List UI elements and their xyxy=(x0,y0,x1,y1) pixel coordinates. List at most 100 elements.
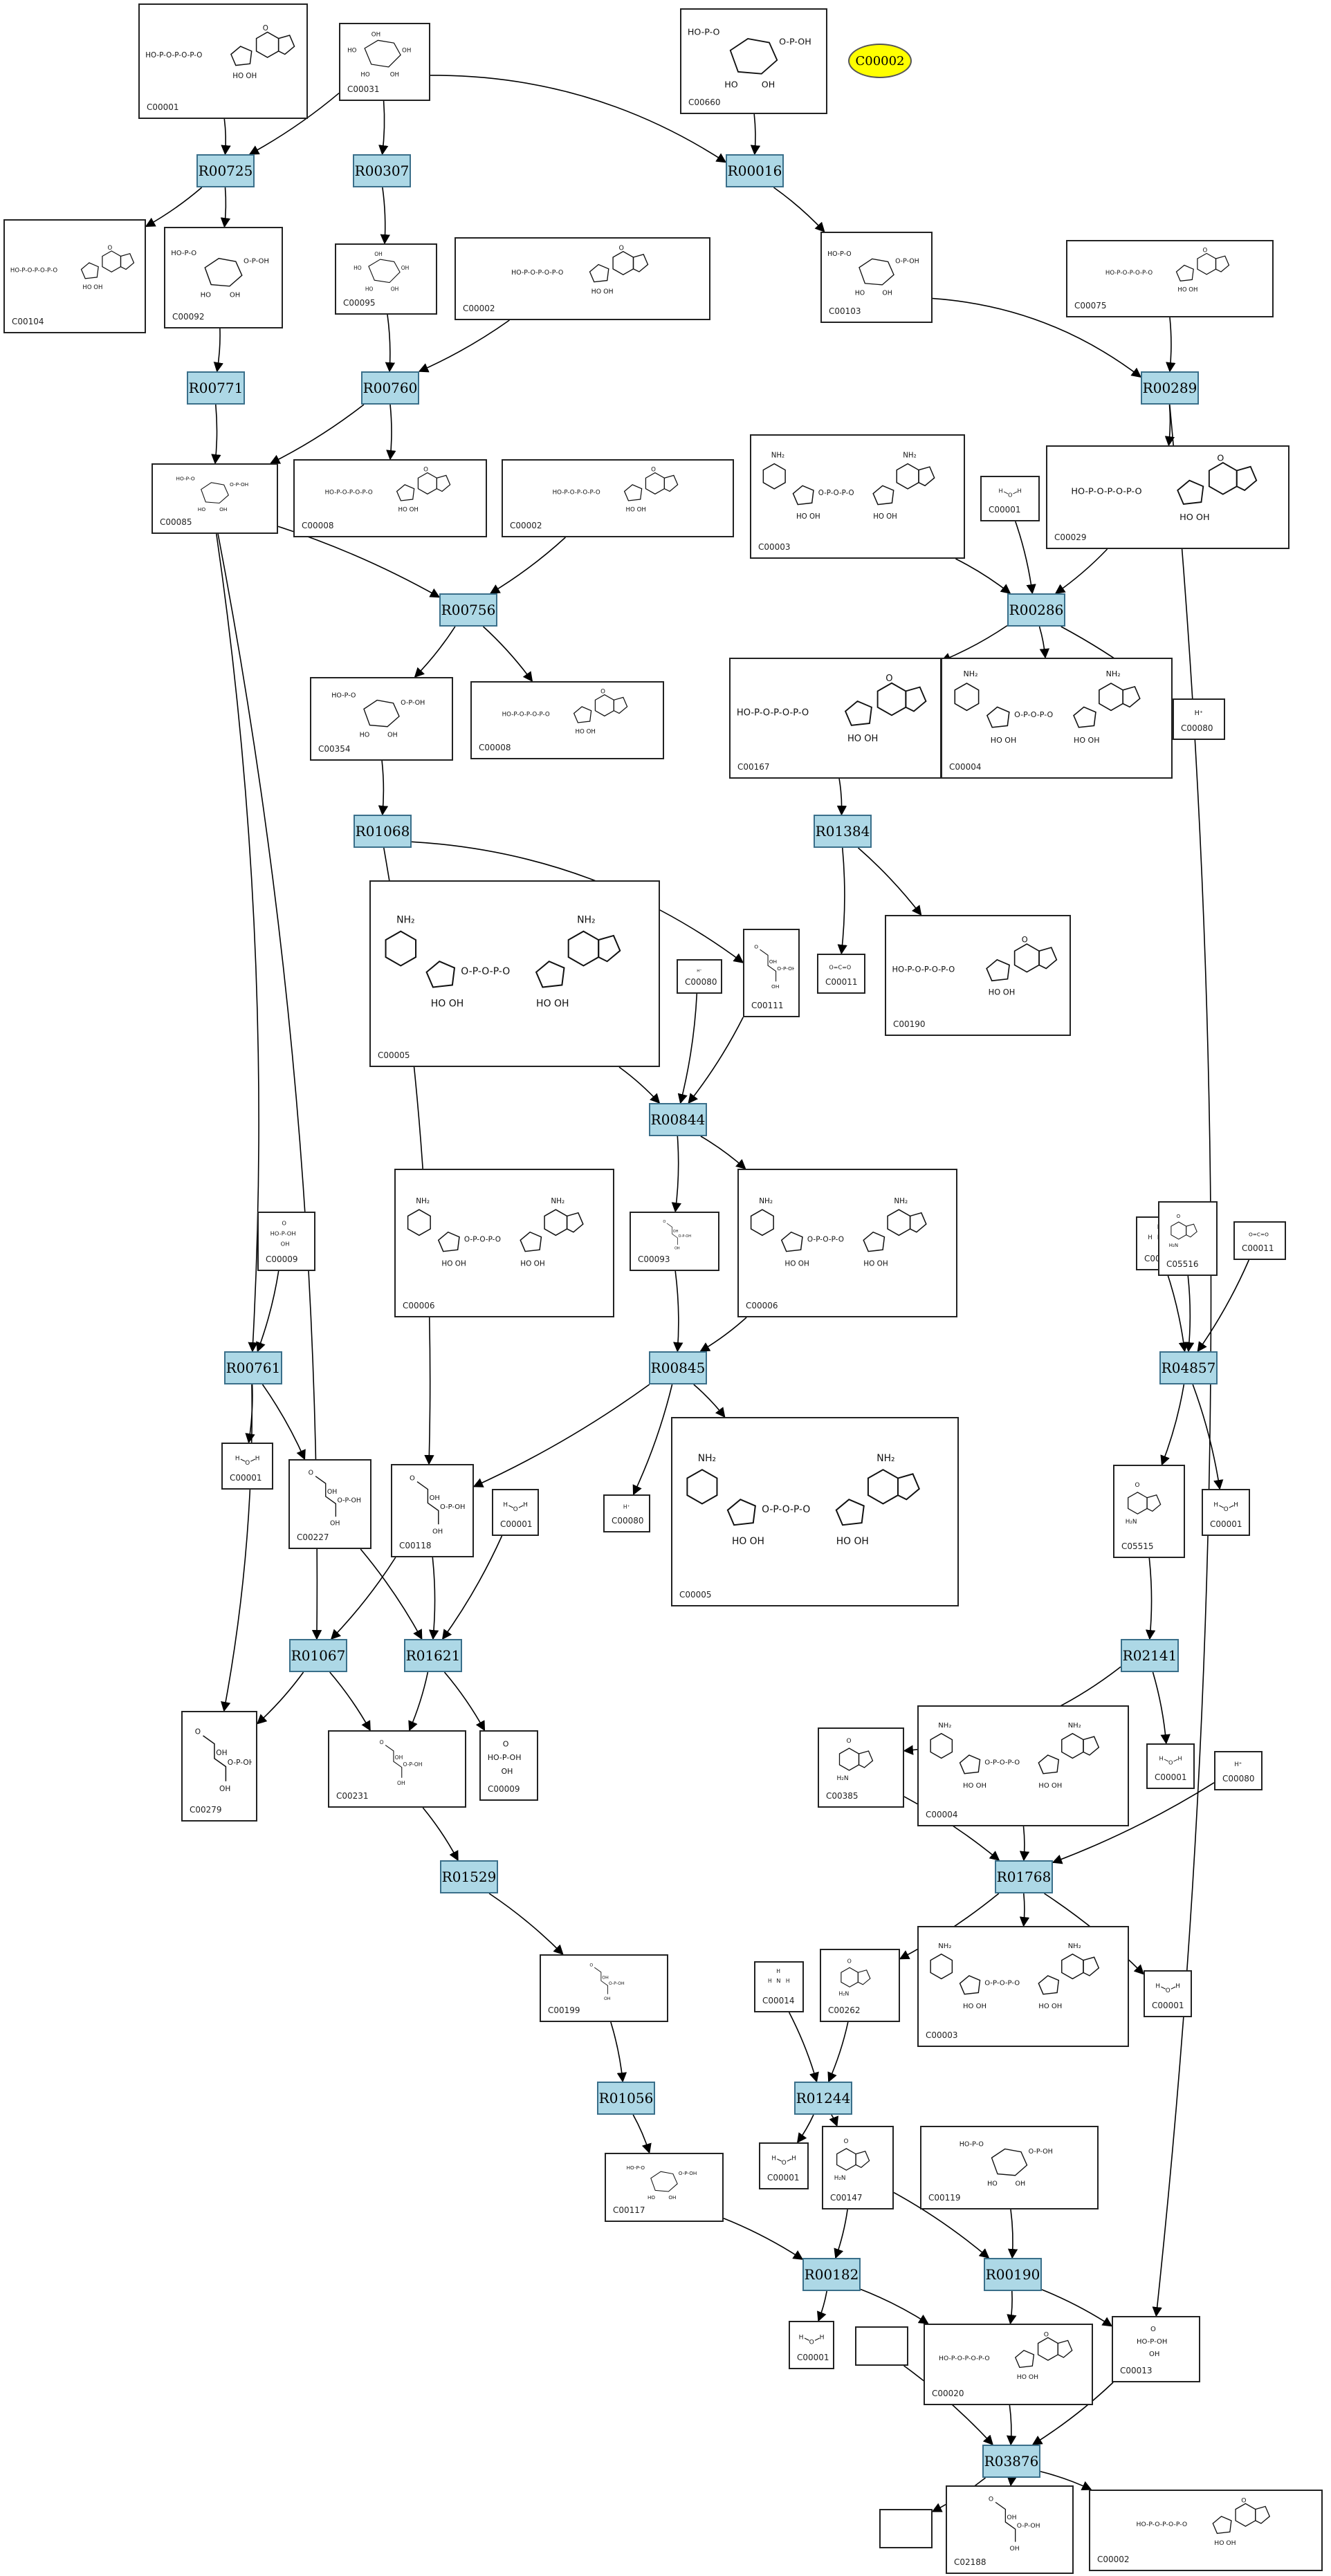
legend-compound-ellipse[interactable]: C00002 xyxy=(848,44,912,78)
reaction-r00016[interactable]: R00016 xyxy=(726,154,784,187)
compound-box-c00080[interactable]: H⁺C00080 xyxy=(1214,1751,1263,1790)
compound-box-c00080[interactable]: H⁺C00080 xyxy=(1173,698,1225,740)
svg-text:HO OH: HO OH xyxy=(591,288,614,296)
compound-box-empty[interactable] xyxy=(855,2326,908,2366)
compound-id: C00001 xyxy=(1155,1772,1187,1782)
reaction-r01768[interactable]: R01768 xyxy=(995,1860,1053,1893)
edge-c00227-R01621 xyxy=(360,1548,423,1640)
reaction-r00761[interactable]: R00761 xyxy=(224,1351,282,1384)
reaction-r00760[interactable]: R00760 xyxy=(361,371,419,405)
reaction-r00286[interactable]: R00286 xyxy=(1007,593,1065,627)
compound-box-c00080[interactable]: H⁺C00080 xyxy=(677,959,722,994)
svg-text:O-P-O-P-O: O-P-O-P-O xyxy=(807,1236,844,1244)
reaction-r00844[interactable]: R00844 xyxy=(649,1103,707,1136)
reaction-r04857[interactable]: R04857 xyxy=(1159,1351,1218,1384)
reaction-r00182[interactable]: R00182 xyxy=(802,2258,861,2291)
reaction-r00845[interactable]: R00845 xyxy=(649,1351,707,1384)
svg-text:H₂N: H₂N xyxy=(838,1991,849,1997)
compound-box-c00080[interactable]: H⁺C00080 xyxy=(603,1494,650,1532)
reaction-label: R00286 xyxy=(1009,602,1064,618)
reaction-r03876[interactable]: R03876 xyxy=(982,2445,1040,2478)
reaction-r00190[interactable]: R00190 xyxy=(984,2258,1042,2291)
reaction-r01621[interactable]: R01621 xyxy=(404,1639,462,1672)
reaction-r00307[interactable]: R00307 xyxy=(353,154,411,187)
reaction-r00725[interactable]: R00725 xyxy=(196,154,255,187)
reaction-r01529[interactable]: R01529 xyxy=(440,1860,498,1893)
reaction-r01384[interactable]: R01384 xyxy=(814,815,872,848)
reaction-r00289[interactable]: R00289 xyxy=(1141,371,1199,405)
reaction-r01067[interactable]: R01067 xyxy=(289,1639,347,1672)
compound-id: C00001 xyxy=(1210,1519,1242,1529)
reaction-r01056[interactable]: R01056 xyxy=(597,2082,655,2115)
svg-text:O-P-OH: O-P-OH xyxy=(779,36,811,46)
svg-text:NH₂: NH₂ xyxy=(1068,1943,1081,1950)
structure-drawing: O=C=O xyxy=(1239,1227,1280,1241)
reaction-r00756[interactable]: R00756 xyxy=(439,593,497,627)
compound-box-empty[interactable] xyxy=(879,2509,933,2548)
reaction-r00771[interactable]: R00771 xyxy=(187,371,245,405)
reaction-r01068[interactable]: R01068 xyxy=(354,815,412,848)
reaction-r01244[interactable]: R01244 xyxy=(794,2082,852,2115)
svg-text:OH: OH xyxy=(882,289,892,297)
reaction-r02141[interactable]: R02141 xyxy=(1121,1639,1179,1672)
